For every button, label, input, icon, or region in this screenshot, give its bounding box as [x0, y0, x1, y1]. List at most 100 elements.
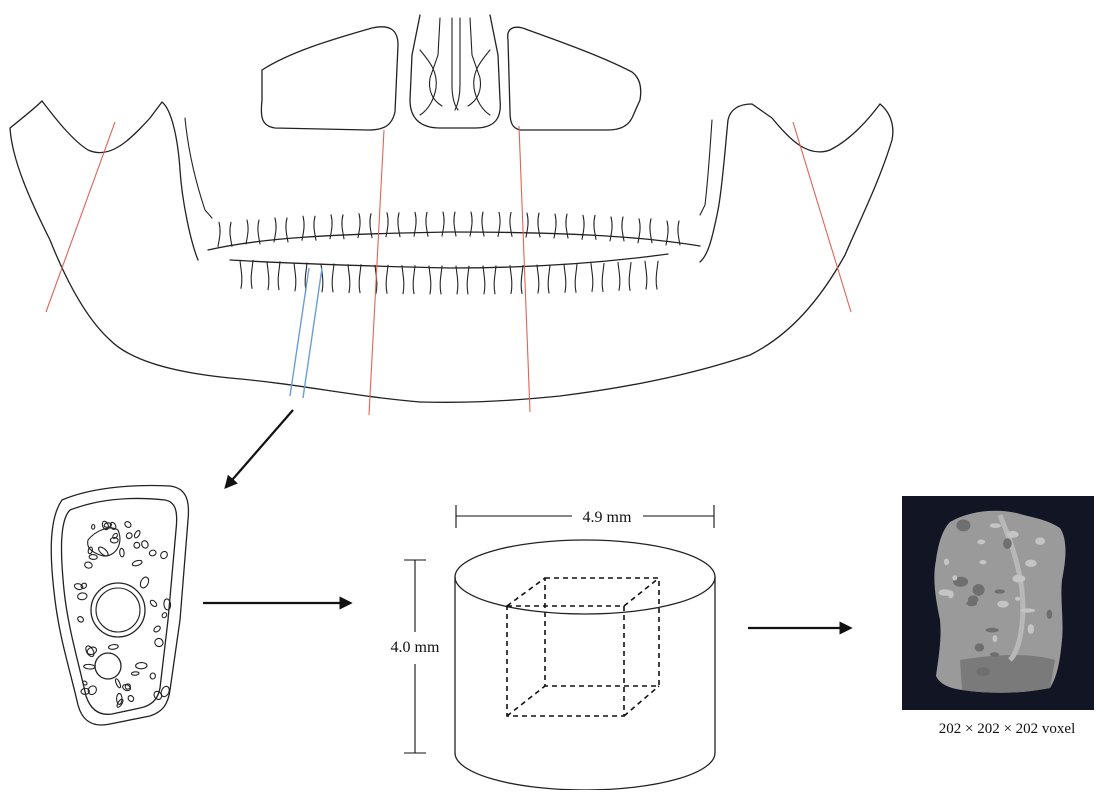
render-hole	[993, 635, 998, 642]
render-hole	[997, 601, 1008, 608]
height-dimension-label: 4.0 mm	[391, 639, 440, 656]
render-hole	[968, 595, 978, 603]
render-hole	[956, 519, 970, 531]
trabecular-pore	[127, 694, 135, 702]
trabecular-pore	[131, 671, 139, 675]
voxel-size-label: 202 × 202 × 202 voxel	[939, 721, 1076, 737]
render-hole	[1047, 610, 1053, 619]
lower-tooth	[618, 262, 631, 290]
lower-tooth	[402, 266, 415, 294]
right-ramus	[420, 104, 893, 402]
lower-tooth	[591, 263, 604, 291]
canal-large	[91, 583, 145, 637]
lower-tooth	[294, 263, 307, 291]
right-maxilla	[508, 27, 641, 130]
render-hole	[994, 589, 1005, 593]
trabecular-pore	[109, 521, 117, 530]
upper-tooth	[218, 222, 232, 246]
render-hole	[952, 575, 957, 580]
cross-section-outer	[51, 486, 188, 726]
trabecular-pore	[77, 592, 87, 600]
trabecular-pore	[124, 520, 132, 528]
trabecular-pore	[114, 678, 121, 688]
trabecular-pore	[139, 576, 151, 589]
trabecular-pores	[74, 520, 171, 708]
cylinder-sample: 4.9 mm 4.0 mm	[391, 505, 715, 790]
cube-region	[507, 578, 659, 716]
trabecular-pore	[87, 547, 93, 555]
trabecular-pore	[80, 582, 88, 589]
render-hole	[986, 628, 999, 633]
lower-tooth	[267, 262, 280, 290]
lower-tooth	[456, 266, 469, 294]
render-hole	[1025, 560, 1036, 567]
lower-tooth	[645, 261, 658, 289]
render-hole	[1020, 608, 1035, 612]
trabecular-pore	[84, 645, 96, 658]
trabecular-pore	[125, 532, 133, 540]
cut-line-left-ramus	[46, 122, 115, 312]
render-hole	[990, 523, 1001, 528]
lower-tooth	[321, 264, 334, 292]
trabecular-pore	[77, 615, 85, 623]
trabecular-pore	[132, 559, 143, 567]
lower-tooth	[564, 264, 577, 292]
render-hole	[977, 540, 985, 545]
render-hole	[990, 652, 999, 657]
render-hole	[1013, 575, 1026, 583]
render-hole	[1007, 531, 1019, 538]
lower-arch	[230, 254, 668, 268]
upper-arch	[208, 232, 700, 250]
cylinder-top	[455, 540, 715, 614]
mandible-outline	[10, 15, 893, 402]
render-hole	[1035, 537, 1045, 544]
trabecular-pore	[149, 549, 157, 557]
bone-cross-section	[51, 486, 188, 726]
lower-teeth	[240, 260, 658, 294]
left-ramus	[10, 101, 420, 402]
trabecular-pore	[161, 612, 167, 619]
render-hole	[1003, 538, 1012, 549]
trabecular-pore	[150, 673, 156, 680]
lower-tooth	[240, 260, 253, 288]
voxel-render	[902, 496, 1094, 710]
arrow-to-section	[226, 410, 293, 487]
render-hole	[976, 667, 990, 676]
cut-line-left-canine	[369, 130, 384, 415]
trabecular-pore	[97, 545, 110, 557]
trabecular-pore	[84, 664, 95, 669]
lower-tooth	[537, 265, 550, 293]
trabecular-pore	[119, 548, 124, 557]
trabecular-pore	[135, 662, 147, 669]
canal-small	[95, 653, 121, 679]
left-maxilla	[261, 27, 398, 130]
width-dimension-label: 4.9 mm	[583, 509, 632, 526]
trabecular-pore	[140, 540, 149, 550]
trabecular-pore	[91, 524, 95, 529]
render-hole	[979, 560, 986, 564]
trabecular-pore	[149, 599, 158, 608]
trabecular-pore	[86, 684, 98, 696]
trabecular-pore	[153, 637, 164, 648]
upper-teeth	[218, 212, 680, 246]
trabecular-pore	[153, 625, 162, 633]
cut-line-right-ramus	[793, 122, 851, 312]
render-hole	[1015, 597, 1020, 601]
trabecular-pore	[159, 550, 168, 560]
trabecular-pore	[89, 554, 98, 559]
lower-tooth	[510, 266, 523, 294]
trabecular-pore	[108, 644, 118, 650]
upper-tooth	[246, 220, 260, 244]
trabecular-pore	[84, 561, 93, 569]
lower-tooth	[348, 265, 361, 293]
render-hole	[1028, 624, 1034, 634]
render-hole	[944, 559, 949, 566]
trabecular-pore	[133, 530, 141, 539]
cylinder-bottom	[455, 753, 715, 790]
nasal-cavity	[410, 15, 500, 128]
trabecular-pore	[133, 542, 140, 549]
render-hole	[975, 643, 985, 651]
lower-tooth	[483, 266, 496, 294]
render-hole	[939, 589, 952, 596]
